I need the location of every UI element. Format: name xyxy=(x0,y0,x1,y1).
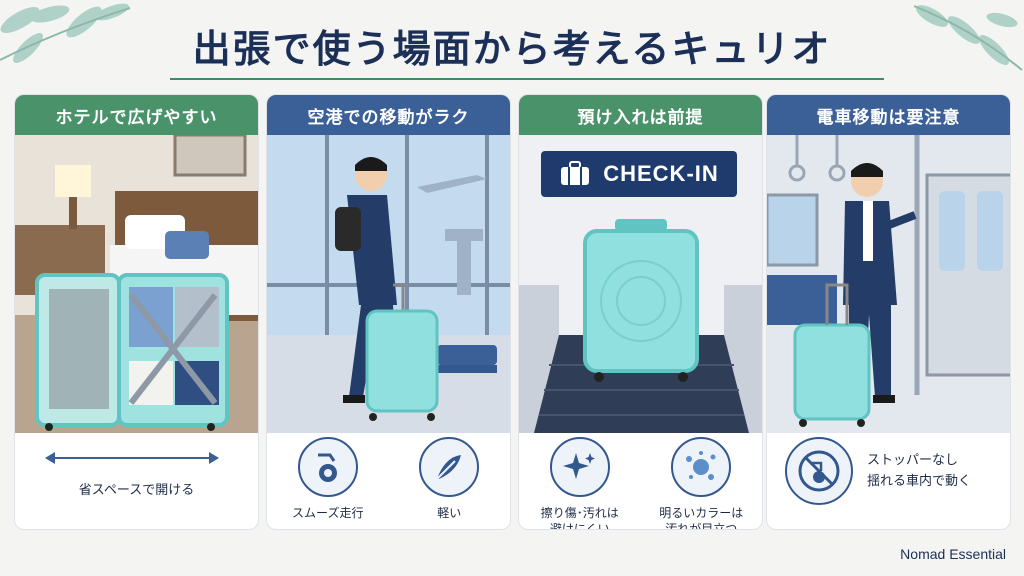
feature-lightweight: 軽い xyxy=(394,437,504,521)
card-train-header: 電車移動は要注意 xyxy=(767,95,1010,135)
feature-stains: 明るいカラーは 汚れが目立つ xyxy=(646,437,756,530)
card-airport: 空港での移動がラク xyxy=(266,94,511,530)
hotel-room-icon xyxy=(15,135,258,433)
splash-icon xyxy=(671,437,732,497)
card-hotel-header: ホテルで広げやすい xyxy=(15,95,258,135)
hotel-scene-illustration xyxy=(15,135,258,433)
feature-label: 明るいカラーは 汚れが目立つ xyxy=(659,506,744,530)
leaf-decoration-left-icon xyxy=(0,3,131,63)
luggage-icon xyxy=(561,161,590,185)
page-title: 出張で使う場面から考えるキュリオ xyxy=(192,27,832,71)
train-scene-illustration xyxy=(767,135,1010,433)
brand-name: Nomad Essential xyxy=(900,546,1006,562)
card-checkin: 預け入れは前提 CHECK-IN 擦り傷･汚れは 避けにくい xyxy=(518,94,763,530)
feature-label: 軽い xyxy=(437,506,462,520)
wheel-icon xyxy=(297,437,358,497)
checkin-sign-text: CHECK-IN xyxy=(603,161,719,186)
card-train: 電車移動は要注意 ストッパーなし 揺れる車内で動く xyxy=(766,94,1011,530)
train-passenger-icon xyxy=(767,135,1010,433)
feature-label: ストッパーなし 揺れる車内で動く xyxy=(867,453,972,489)
feature-label: スムーズ走行 xyxy=(292,506,364,520)
title-divider xyxy=(170,78,884,80)
feather-icon xyxy=(419,437,480,497)
width-arrow-icon xyxy=(45,452,219,464)
sparkle-icon xyxy=(549,437,610,497)
card-airport-header: 空港での移動がラク xyxy=(267,95,510,135)
airport-scene-illustration xyxy=(267,135,510,433)
feature-smooth-wheels: スムーズ走行 xyxy=(273,437,383,521)
checkin-sign: CHECK-IN xyxy=(541,151,737,197)
card-airport-features: スムーズ走行 軽い xyxy=(267,433,510,529)
card-checkin-features: 擦り傷･汚れは 避けにくい 明るいカラーは 汚れが目立つ xyxy=(519,433,762,529)
checkin-scene-illustration: CHECK-IN xyxy=(519,135,762,433)
card-hotel-note: 省スペースで開ける xyxy=(78,483,195,498)
airport-traveler-icon xyxy=(267,135,510,433)
feature-scratches: 擦り傷･汚れは 避けにくい xyxy=(525,437,635,530)
no-stopper-icon xyxy=(785,437,853,505)
card-checkin-header: 預け入れは前提 xyxy=(519,95,762,135)
leaf-decoration-right-icon xyxy=(913,5,1023,71)
card-hotel: ホテルで広げやすい 省スペースで開ける xyxy=(14,94,259,530)
card-train-features: ストッパーなし 揺れる車内で動く xyxy=(767,433,1010,529)
feature-label: 擦り傷･汚れは 避けにくい xyxy=(540,506,619,530)
